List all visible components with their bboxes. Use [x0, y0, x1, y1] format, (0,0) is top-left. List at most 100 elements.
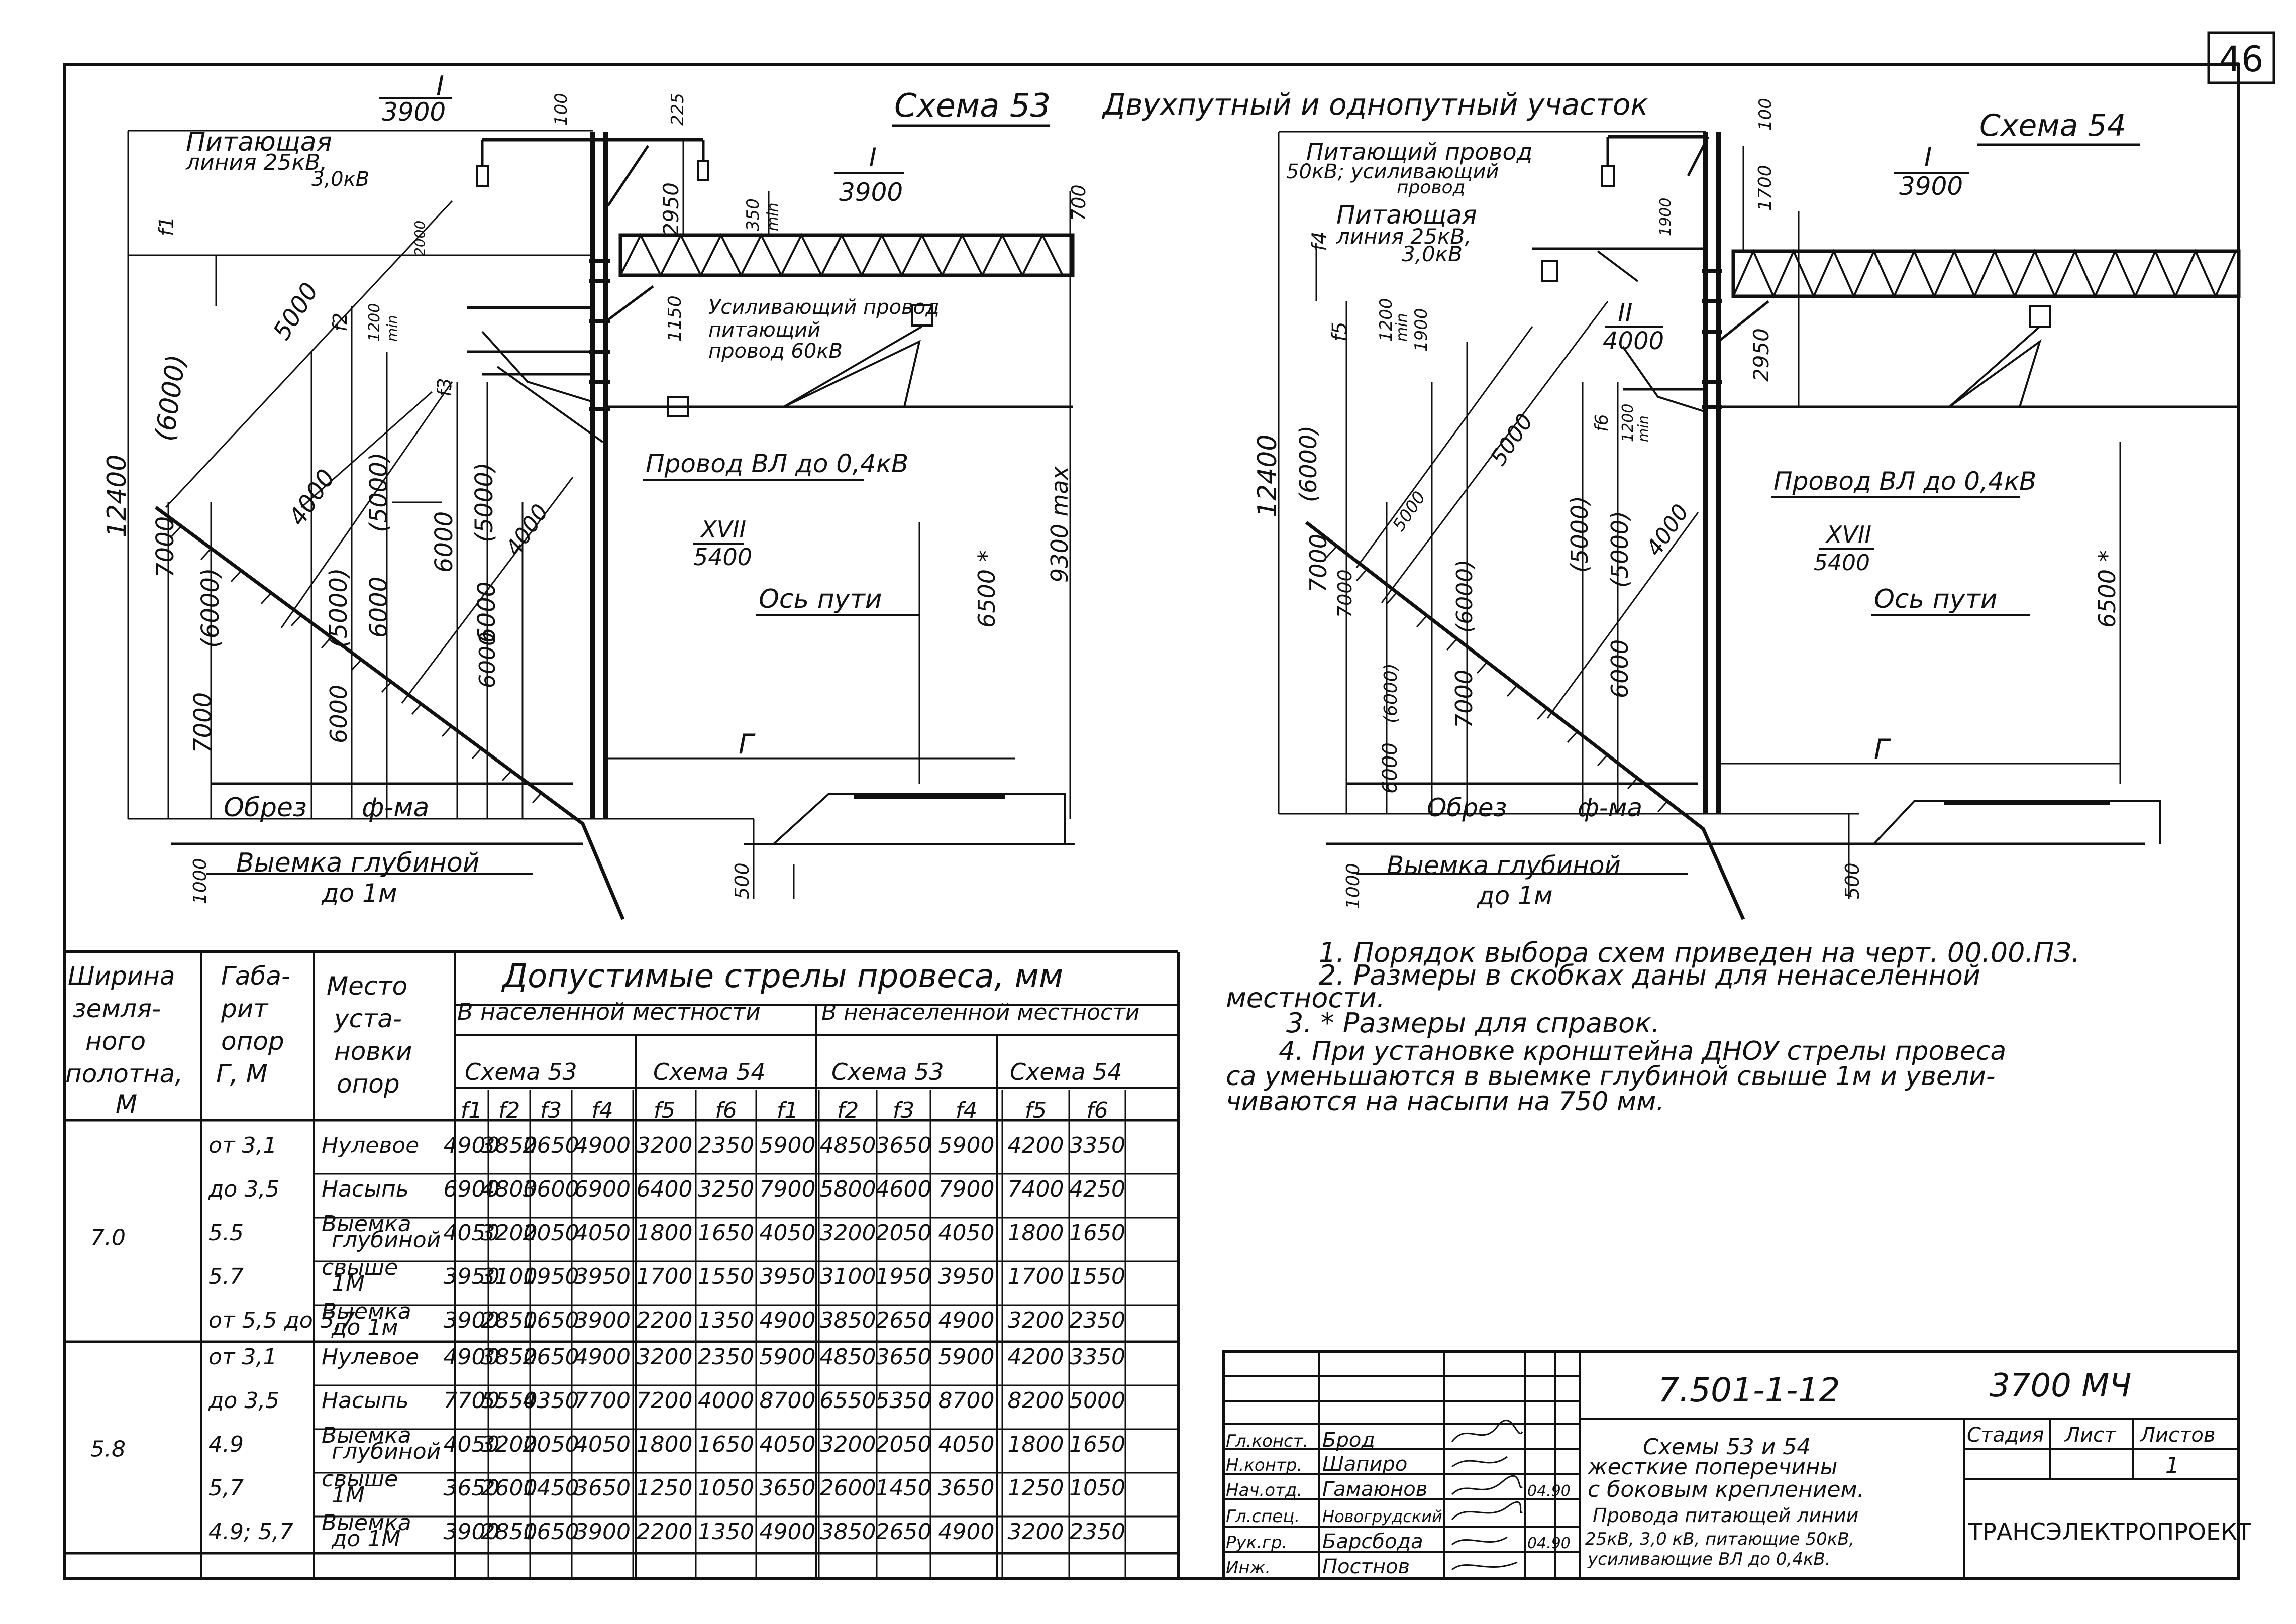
s54-d6000p2: (6000): [1452, 560, 1478, 633]
stamp-name: Новогрудский: [1322, 1507, 1442, 1526]
h-scheme: Схема 54: [1010, 1058, 1122, 1086]
table-cell: 8700: [760, 1388, 816, 1414]
s54-d7000c: 7000: [1450, 670, 1478, 728]
table-cell: 1950: [876, 1264, 932, 1289]
s53-d6000c: 6000: [473, 582, 501, 643]
stamp-title-line: с боковым креплением.: [1588, 1477, 1864, 1502]
s54-line-2: линия 25кВ,: [1336, 224, 1472, 249]
table-cell: 7700: [574, 1388, 631, 1414]
s54-d12400: 12400: [1253, 435, 1283, 517]
h-width-line: земля-: [73, 994, 161, 1023]
s53-d1000: 1000: [190, 858, 211, 904]
notes: 1. Порядок выбора схем приведен на черт.…: [1226, 937, 2080, 1117]
s53-fma: ф-ма: [362, 793, 429, 823]
col-head-f5: f5: [654, 1098, 675, 1123]
s54-top-dim: 3900: [1899, 172, 1963, 201]
s54-d1900: 1900: [1657, 198, 1675, 236]
table-cell: 4350: [523, 1388, 579, 1414]
s53-f3: f3: [434, 378, 456, 397]
s53-feeder-label-3: 3,0кВ: [311, 168, 369, 191]
table-cell: 8200: [1008, 1388, 1064, 1414]
table-cell: 5800: [820, 1176, 876, 1202]
table-cell: 2650: [523, 1133, 579, 1158]
table-cell: 3200: [820, 1432, 876, 1457]
note-line: 1. Порядок выбора схем приведен на черт.…: [1319, 937, 2080, 968]
s54-line-3: 3,0кВ: [1402, 242, 1463, 266]
s54-d1900b: 1900: [1411, 308, 1431, 352]
s53-cut-2: до 1м: [321, 879, 397, 908]
s54-d5400: 5400: [1814, 550, 1870, 576]
table-cell: 2050: [876, 1220, 932, 1246]
table-cell: 2050: [876, 1432, 932, 1457]
scheme-54-drawing: Схема 54: [1253, 98, 2241, 920]
h-gab-line: Г, М: [216, 1059, 268, 1089]
table-cell: 4900: [444, 1344, 500, 1370]
h-place-line: опор: [337, 1069, 400, 1099]
table-cell: 1650: [523, 1308, 579, 1333]
table-cell: 3850: [481, 1133, 538, 1158]
row-gabarit: 4.9: [208, 1432, 244, 1457]
h-width-line: Ширина: [68, 961, 175, 991]
table-cell: 4200: [1008, 1344, 1064, 1370]
h-scheme: Схема 53: [465, 1058, 577, 1086]
table-cell: 3650: [444, 1475, 500, 1501]
s53-roman17: XVII: [700, 516, 746, 543]
note-line: местности.: [1226, 982, 1385, 1014]
scheme-54-title: Схема 54: [1979, 108, 2126, 143]
s54-d4000: 4000: [1603, 327, 1664, 355]
sheets-label: Листов: [2139, 1424, 2215, 1447]
s53-d2000: 2000: [411, 221, 428, 256]
s53-d7000: 7000: [151, 516, 179, 578]
table-cell: 3850: [820, 1308, 876, 1333]
row-gabarit: 4.9; 5,7: [208, 1519, 293, 1545]
stamp-title-line: усиливающие ВЛ до 0,4кВ.: [1587, 1549, 1831, 1569]
table-cell: 3200: [637, 1344, 693, 1370]
s53-d500: 500: [731, 862, 753, 899]
table-cell: 4050: [760, 1432, 816, 1457]
table-cell: 2050: [523, 1432, 579, 1457]
table-cell: 1550: [698, 1264, 754, 1289]
h-unpopulated: В ненаселенной местности: [821, 1000, 1139, 1025]
s54-gamma: Г: [1874, 733, 1891, 765]
table-cell: 5550: [481, 1388, 538, 1414]
row-place: глубиной: [332, 1227, 441, 1253]
s53-d6000e: 6000: [475, 632, 500, 688]
table-cell: 4900: [938, 1308, 995, 1333]
table-cell: 4050: [938, 1220, 995, 1246]
table-cell: 3850: [820, 1519, 876, 1545]
s53-feeder-label-1: Питающая: [186, 127, 332, 157]
table-cell: 2050: [523, 1220, 579, 1246]
table-cell: 6900: [574, 1176, 631, 1202]
sheet-number: 46: [2219, 39, 2263, 80]
s54-line-1: Питающая: [1336, 200, 1477, 230]
table-cell: 3900: [574, 1308, 631, 1333]
s54-d4000b: 4000: [1641, 500, 1694, 561]
row-place: Нулевое: [322, 1344, 419, 1370]
col-head-f1: f1: [461, 1098, 482, 1123]
note-line: 4. При установке кронштейна ДНОУ стрелы …: [1279, 1036, 2006, 1066]
s54-d5000p2: (5000): [1606, 511, 1633, 588]
stamp-role: Нач.отд.: [1226, 1480, 1302, 1500]
s54-d5000p: (5000): [1566, 496, 1593, 573]
row-place: 1М: [332, 1482, 365, 1508]
s53-reinf-1: Усиливающий провод: [708, 296, 940, 319]
table-cell: 3200: [820, 1220, 876, 1246]
s54-cut-1: Выемка глубиной: [1387, 851, 1621, 880]
table-cell: 5900: [938, 1344, 995, 1370]
stamp-role: Рук.гр.: [1226, 1533, 1287, 1553]
col-head-f2: f2: [498, 1098, 520, 1123]
s54-f6: f6: [1592, 414, 1612, 432]
s53-d4000b: 4000: [501, 500, 554, 561]
table-cell: 5900: [760, 1344, 816, 1370]
s53-d5000: 5000: [268, 278, 324, 345]
stamp-title-line: жесткие поперечины: [1587, 1454, 1837, 1480]
organization: ТРАНСЭЛЕКТРОПРОЕКТ: [1968, 1518, 2252, 1545]
stamp-name: Гамаюнов: [1322, 1478, 1427, 1501]
table-cell: 4250: [1069, 1176, 1125, 1202]
table-cell: 2350: [698, 1133, 754, 1158]
row-gabarit: 5,7: [208, 1475, 244, 1501]
s53-d225: 225: [668, 93, 688, 126]
table-cell: 7900: [760, 1176, 816, 1202]
s54-d1700: 1700: [1755, 165, 1776, 211]
row-place: до 1м: [331, 1315, 398, 1340]
